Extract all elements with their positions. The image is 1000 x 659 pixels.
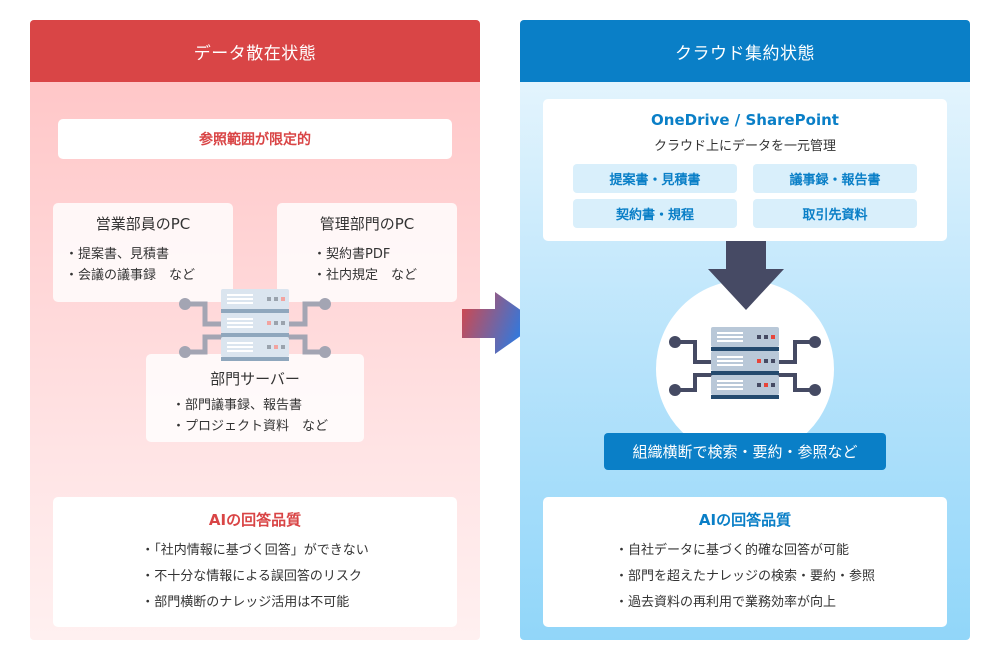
dept-server-item: ・部門議事録、報告書 (172, 398, 303, 413)
cloud-panel-header: クラウド集約状態 (520, 20, 970, 82)
left-ai-quality-title: AIの回答品質 (208, 511, 302, 529)
cross-org-search-badge: 組織横断で検索・要約・参照など (604, 433, 886, 470)
limited-scope-label: 参照範囲が限定的 (58, 119, 452, 159)
scattered-data-panel: データ散在状態 参照範囲が限定的 営業部員のPC ・提案書、見積書 ・会議の議事… (30, 20, 480, 640)
sales-pc-title: 営業部員のPC (95, 215, 191, 233)
dept-server-title: 部門サーバー (210, 370, 300, 388)
admin-pc-item: ・社内規定 など (313, 268, 418, 283)
right-arrow-icon (462, 292, 539, 354)
scattered-panel-header: データ散在状態 (30, 20, 480, 82)
doc-tag: 契約書・規程 (573, 199, 737, 228)
right-quality-item: ・過去資料の再利用で業務効率が向上 (614, 595, 836, 610)
left-quality-item: ・「社内情報に基づく回答」ができない (141, 543, 369, 558)
cloud-service-subtitle: クラウド上にデータを一元管理 (653, 139, 836, 154)
sales-pc-item: ・会議の議事録 など (65, 268, 196, 283)
sales-pc-item: ・提案書、見積書 (65, 247, 170, 262)
right-ai-quality-title: AIの回答品質 (698, 511, 792, 529)
dept-server-item: ・プロジェクト資料 など (172, 419, 329, 434)
admin-pc-title: 管理部門のPC (319, 215, 415, 233)
doc-tag: 提案書・見積書 (573, 164, 737, 193)
onedrive-sharepoint-box: OneDrive / SharePoint クラウド上にデータを一元管理 提案書… (543, 99, 947, 241)
left-ai-quality-box: AIの回答品質 ・「社内情報に基づく回答」ができない ・不十分な情報による誤回答… (53, 497, 457, 627)
right-quality-item: ・自社データに基づく的確な回答が可能 (614, 543, 849, 558)
cloud-service-title: OneDrive / SharePoint (651, 111, 839, 129)
cloud-panel: クラウド集約状態 OneDrive / SharePoint クラウド上にデータ… (520, 20, 970, 640)
right-quality-item: ・部門を超えたナレッジの検索・要約・参照 (614, 569, 875, 584)
admin-pc-item: ・契約書PDF (313, 247, 391, 262)
right-ai-quality-box: AIの回答品質 ・自社データに基づく的確な回答が可能 ・部門を超えたナレッジの検… (543, 497, 947, 627)
sales-pc-box: 営業部員のPC ・提案書、見積書 ・会議の議事録 など (53, 203, 233, 302)
doc-tag: 取引先資料 (753, 199, 917, 228)
left-quality-item: ・不十分な情報による誤回答のリスク (141, 569, 362, 584)
left-quality-item: ・部門横断のナレッジ活用は不可能 (141, 595, 350, 610)
server-icon (669, 327, 821, 399)
down-arrow-icon (708, 241, 784, 310)
dept-server-box: 部門サーバー ・部門議事録、報告書 ・プロジェクト資料 など (146, 354, 364, 442)
doc-tag: 議事録・報告書 (753, 164, 917, 193)
admin-pc-box: 管理部門のPC ・契約書PDF ・社内規定 など (277, 203, 457, 302)
server-icon (179, 289, 331, 361)
